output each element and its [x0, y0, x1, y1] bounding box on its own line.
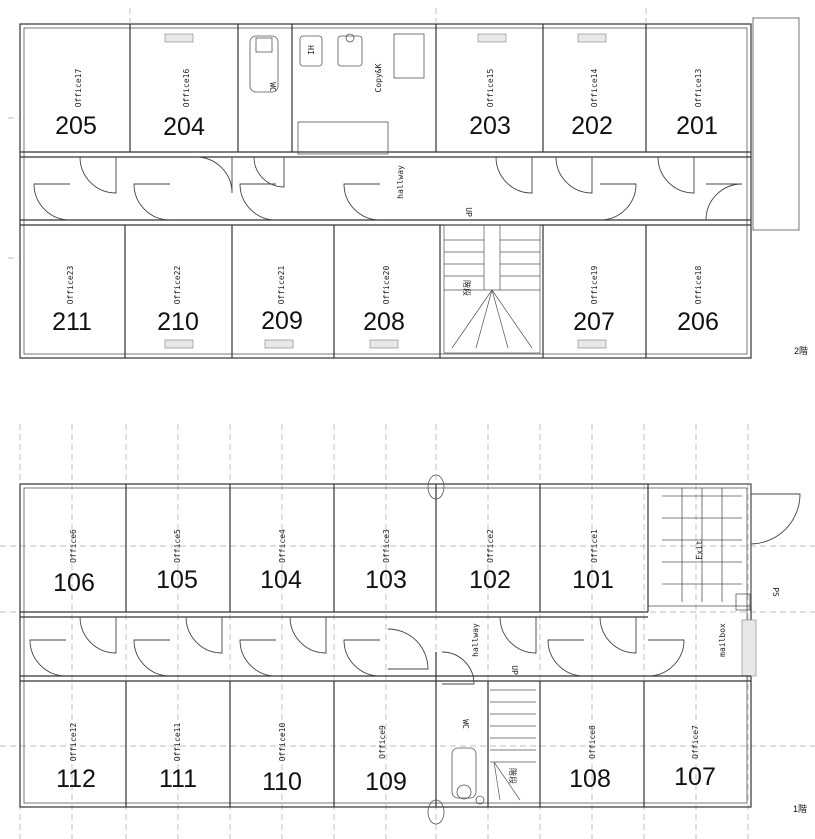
- room-number: 209: [261, 307, 303, 335]
- floor-2-label: 2階: [794, 346, 808, 356]
- toilet-1f: [451, 747, 477, 799]
- ih-label: IH: [307, 45, 316, 55]
- room-number: 102: [469, 566, 511, 594]
- room-label: Office21: [277, 266, 286, 305]
- vent: [577, 33, 607, 43]
- floor-2-plan: Office17 205 Office16 204 Office15 203 O…: [8, 8, 808, 359]
- room-number: 208: [363, 308, 405, 336]
- room-label: Office22: [173, 266, 182, 305]
- wc-label: WC: [461, 719, 470, 729]
- stair-treads-2f: [444, 225, 540, 349]
- room-label: Office4: [278, 529, 287, 563]
- exit-label: Exit: [695, 540, 704, 559]
- floor-1-label: 1階: [793, 804, 807, 814]
- room-number: 104: [260, 566, 302, 594]
- tank-2f: [255, 37, 273, 53]
- wc-label: WC: [268, 82, 277, 92]
- stair-label: 階段: [508, 768, 518, 784]
- vent: [477, 33, 507, 43]
- column-marker: [427, 474, 445, 500]
- room-number: 101: [572, 566, 614, 594]
- room-label: Office11: [173, 723, 182, 762]
- room-number: 204: [163, 113, 205, 141]
- stair-up-label: UP: [510, 665, 519, 675]
- floor-1-plan: Office6 106 Office5 105 Office4 104 Offi…: [0, 424, 815, 839]
- room-number: 106: [53, 569, 95, 597]
- room-label: Office18: [694, 266, 703, 305]
- room-number: 202: [571, 112, 613, 140]
- room-label: Office1: [590, 529, 599, 563]
- room-label: Office14: [590, 69, 599, 108]
- door-swings-2f: [33, 156, 743, 221]
- floor-2-inner-wall: [23, 27, 748, 355]
- room-number: 105: [156, 566, 198, 594]
- vent: [164, 339, 194, 349]
- room-number: 210: [157, 308, 199, 336]
- room-label: Office10: [278, 723, 287, 762]
- faucet-icon: [345, 33, 355, 43]
- hallway-label: hallway: [396, 165, 405, 199]
- room-label: Office2: [486, 529, 495, 563]
- room-label: Office23: [66, 266, 75, 305]
- vent: [264, 339, 294, 349]
- counter: [297, 121, 389, 155]
- copier-desk: [393, 33, 425, 79]
- floor-2-outer-wall: [19, 23, 752, 359]
- room-number: 211: [52, 308, 92, 336]
- sink: [337, 35, 363, 67]
- ps-box: [735, 593, 751, 611]
- room-label: Office7: [691, 725, 700, 759]
- room-number: 103: [365, 566, 407, 594]
- entrance-tiles: [662, 488, 742, 602]
- room-number: 111: [159, 765, 197, 793]
- exit-door-swing: [750, 493, 801, 545]
- room-number: 107: [674, 763, 716, 791]
- balcony-outline: [752, 17, 800, 231]
- room-number: 109: [365, 768, 407, 796]
- room-number: 201: [676, 112, 718, 140]
- stair-label: 階段: [462, 280, 472, 296]
- room-number: 207: [573, 308, 615, 336]
- door-swings-1f: [29, 616, 685, 685]
- stairwell-2f: [443, 224, 541, 354]
- room-number: 206: [677, 308, 719, 336]
- copy-kitchen-label: Copy&K: [374, 63, 383, 92]
- room-label: Office12: [69, 723, 78, 762]
- mailbox-label: mailbox: [718, 623, 727, 657]
- room-label: Office19: [590, 266, 599, 305]
- room-number: 112: [56, 765, 96, 793]
- room-label: Office16: [182, 69, 191, 108]
- sink-1f: [475, 795, 485, 805]
- room-label: Office17: [74, 69, 83, 108]
- room-number: 205: [55, 112, 97, 140]
- column-marker: [427, 799, 445, 825]
- room-label: Office8: [588, 725, 597, 759]
- toilet-2f: [249, 35, 279, 93]
- room-number: 110: [262, 768, 302, 796]
- ps-label: PS: [771, 587, 780, 597]
- room-number: 203: [469, 112, 511, 140]
- hallway-label: hallway: [471, 623, 480, 657]
- room-label: Office3: [382, 529, 391, 563]
- room-label: Office5: [173, 529, 182, 563]
- vent: [164, 33, 194, 43]
- room-label: Office6: [69, 529, 78, 563]
- vent: [577, 339, 607, 349]
- room-label: Office13: [694, 69, 703, 108]
- room-label: Office15: [486, 69, 495, 108]
- stair-treads-1f: [490, 689, 536, 801]
- stair-up-label: UP: [464, 207, 473, 217]
- ih-stove: [299, 35, 323, 67]
- grid-lines-2f: [8, 8, 647, 259]
- mailbox: [741, 619, 757, 677]
- room-label: Office20: [382, 266, 391, 305]
- toilet-seat-1f: [456, 784, 472, 800]
- room-number: 108: [569, 765, 611, 793]
- room-label: Office9: [378, 725, 387, 759]
- vent: [369, 339, 399, 349]
